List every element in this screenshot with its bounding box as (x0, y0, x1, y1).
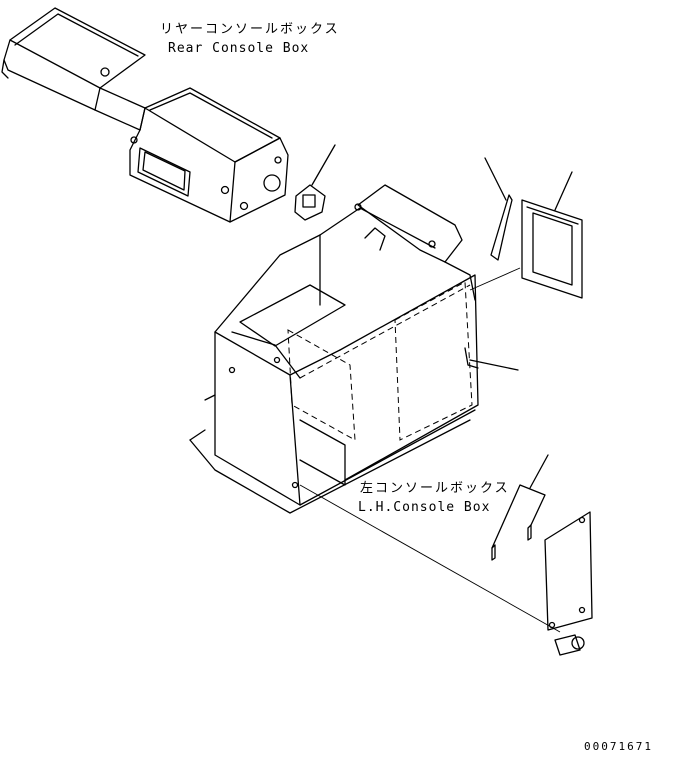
drawing-number-label: 00071671 (584, 740, 653, 753)
cover-plate-part (299, 454, 593, 656)
lh-console-box-en-label: L.H.Console Box (358, 500, 491, 515)
rear-console-box-jp-label: リヤーコンソールボックス (160, 22, 340, 37)
rear-console-box-part (1, 7, 289, 223)
lh-console-box-part (189, 184, 521, 514)
grommet-part (294, 144, 336, 221)
gasket-part (521, 171, 583, 299)
lh-console-box-jp-label: 左コンソールボックス (360, 481, 510, 496)
seal-strip-part (484, 157, 513, 261)
rear-console-box-en-label: Rear Console Box (168, 41, 310, 56)
